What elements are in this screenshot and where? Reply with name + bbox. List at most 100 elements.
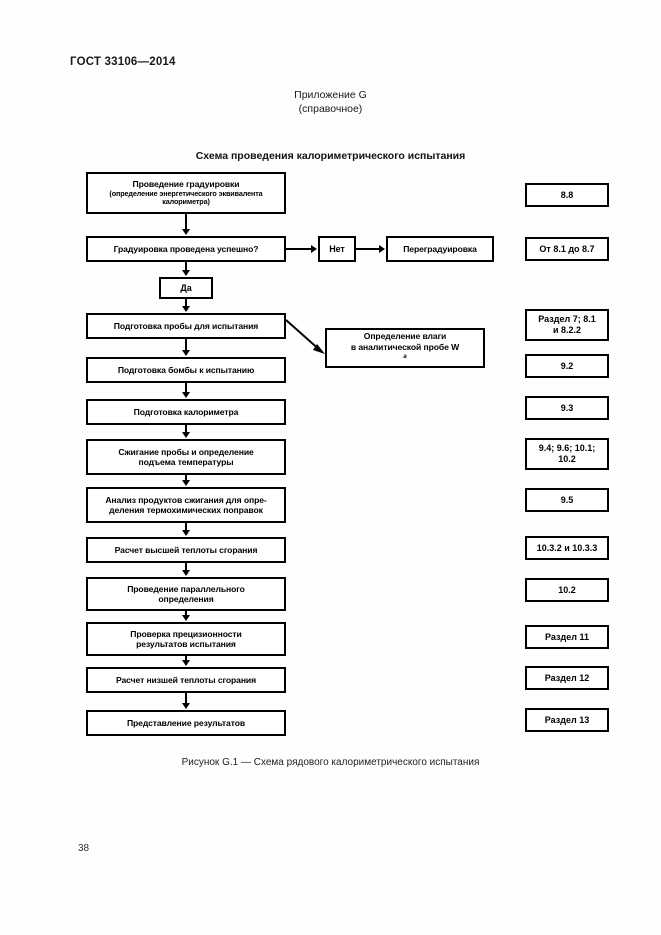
node-parallel-det-line1: Проведение параллельного xyxy=(127,583,245,594)
node-bomb-prep-label: Подготовка бомбы к испытанию xyxy=(117,364,255,375)
ref-precision-check: Раздел 11 xyxy=(525,625,609,649)
connector-line xyxy=(185,299,187,306)
node-combustion-line2: подъема температуры xyxy=(138,457,234,467)
connector-line xyxy=(185,262,187,271)
ref-product-analysis-label: 9.5 xyxy=(560,494,574,505)
node-product-analysis: Анализ продуктов сжигания для опре- деле… xyxy=(86,487,286,523)
node-answer-no-label: Нет xyxy=(329,243,345,254)
connector-arrow-right xyxy=(311,245,317,253)
connector-line xyxy=(185,475,187,481)
node-answer-yes: Да xyxy=(159,277,213,299)
ref-calibration: 8.8 xyxy=(525,183,609,207)
ref-bomb-prep: 9.2 xyxy=(525,354,609,378)
ref-parallel-det: 10.2 xyxy=(525,578,609,602)
ref-gross-cv-label: 10.3.2 и 10.3.3 xyxy=(536,542,598,553)
ref-sample-prep: Раздел 7; 8.1 и 8.2.2 xyxy=(525,309,609,341)
connector-line xyxy=(185,693,187,704)
node-product-analysis-line1: Анализ продуктов сжигания для опре- xyxy=(105,494,267,505)
node-calibration-ok: Градуировка проведена успешно? xyxy=(86,236,286,262)
node-answer-no: Нет xyxy=(318,236,356,262)
connector-line xyxy=(185,339,187,350)
ref-combustion-line1: 9.4; 9.6; 10.1; xyxy=(538,443,596,453)
connector-diagonal-sample-to-moisture xyxy=(285,319,323,353)
node-report: Представление результатов xyxy=(86,710,286,736)
figure-caption: Рисунок G.1 — Схема рядового калориметри… xyxy=(181,757,480,768)
node-gross-cv-label: Расчет высшей теплоты сгорания xyxy=(114,544,258,555)
ref-bomb-prep-label: 9.2 xyxy=(560,360,574,371)
ref-product-analysis: 9.5 xyxy=(525,488,609,512)
ref-precision-check-label: Раздел 11 xyxy=(545,631,589,642)
annex-heading: Приложение G (справочное) xyxy=(0,88,661,116)
connector-arrow-down xyxy=(182,570,190,576)
connector-arrow-down xyxy=(182,480,190,486)
page-number: 38 xyxy=(78,843,90,854)
ref-calibration-ok: От 8.1 до 8.7 xyxy=(525,237,609,261)
annex-type: (справочное) xyxy=(298,103,363,115)
ref-report-label: Раздел 13 xyxy=(544,714,590,725)
node-calibration-line2: (определение энергетического эквивалента xyxy=(109,188,263,198)
node-calorimeter-prep-label: Подготовка калориметра xyxy=(133,406,239,417)
connector-arrow-down xyxy=(182,615,190,621)
node-calorimeter-prep: Подготовка калориметра xyxy=(86,399,286,425)
connector-arrow-down xyxy=(182,660,190,666)
node-calibration-line3: калориметра) xyxy=(162,197,210,207)
connector-line xyxy=(185,214,187,230)
ref-net-cv: Раздел 12 xyxy=(525,666,609,690)
ref-combustion: 9.4; 9.6; 10.1; 10.2 xyxy=(525,438,609,470)
node-combustion: Сжигание пробы и определение подъема тем… xyxy=(86,439,286,475)
node-moisture-line1: Определение влаги xyxy=(363,331,447,342)
ref-sample-prep-line1: Раздел 7; 8.1 xyxy=(538,314,596,324)
ref-gross-cv: 10.3.2 и 10.3.3 xyxy=(525,536,609,560)
connector-line xyxy=(185,425,187,433)
node-bomb-prep: Подготовка бомбы к испытанию xyxy=(86,357,286,383)
node-gross-cv: Расчет высшей теплоты сгорания xyxy=(86,537,286,563)
connector-line xyxy=(185,563,187,571)
ref-parallel-det-label: 10.2 xyxy=(558,584,576,595)
node-net-cv-label: Расчет низшей теплоты сгорания xyxy=(115,674,257,685)
connector-arrow-diagonal xyxy=(313,344,325,354)
connector-line xyxy=(185,523,187,531)
node-precision-check: Проверка прецизионности результатов испы… xyxy=(86,622,286,656)
connector-line xyxy=(286,248,312,250)
connector-line xyxy=(185,656,187,661)
ref-calorimeter-prep: 9.3 xyxy=(525,396,609,420)
ref-net-cv-label: Раздел 12 xyxy=(544,672,590,683)
node-parallel-det: Проведение параллельного определения xyxy=(86,577,286,611)
connector-arrow-down xyxy=(182,229,190,235)
node-precision-check-line2: результатов испытания xyxy=(136,639,236,649)
node-moisture-sup: a xyxy=(403,354,407,361)
node-sample-prep: Подготовка пробы для испытания xyxy=(86,313,286,339)
node-moisture: Определение влаги в аналитической пробе … xyxy=(325,328,485,368)
connector-arrow-down xyxy=(182,270,190,276)
ref-calibration-ok-label: От 8.1 до 8.7 xyxy=(539,243,595,254)
ref-calibration-label: 8.8 xyxy=(560,189,574,200)
connector-arrow-right xyxy=(379,245,385,253)
connector-arrow-down xyxy=(182,306,190,312)
node-answer-yes-label: Да xyxy=(180,282,192,293)
ref-calorimeter-prep-label: 9.3 xyxy=(560,402,574,413)
node-moisture-line2: в аналитической пробе W a xyxy=(330,342,480,365)
annex-label: Приложение G xyxy=(294,89,367,101)
node-parallel-det-line2: определения xyxy=(158,594,214,604)
node-recalibration-label: Переградуировка xyxy=(403,243,477,254)
connector-arrow-down xyxy=(182,432,190,438)
node-product-analysis-line2: деления термохимических поправок xyxy=(109,505,263,515)
standard-header: ГОСТ 33106—2014 xyxy=(70,56,176,68)
ref-report: Раздел 13 xyxy=(525,708,609,732)
node-calibration-line1: Проведение градуировки xyxy=(132,179,240,190)
figure-title: Схема проведения калориметрического испы… xyxy=(195,150,466,162)
connector-line xyxy=(185,611,187,616)
node-calibration: Проведение градуировки (определение энер… xyxy=(86,172,286,214)
node-recalibration: Переградуировка xyxy=(386,236,494,262)
ref-sample-prep-line2: и 8.2.2 xyxy=(552,325,582,335)
connector-arrow-down xyxy=(182,350,190,356)
ref-combustion-line2: 10.2 xyxy=(558,454,576,464)
connector-arrow-down xyxy=(182,392,190,398)
connector-line xyxy=(185,383,187,393)
node-precision-check-line1: Проверка прецизионности xyxy=(130,628,242,639)
node-combustion-line1: Сжигание пробы и определение xyxy=(118,446,254,457)
node-sample-prep-label: Подготовка пробы для испытания xyxy=(113,320,259,331)
node-net-cv: Расчет низшей теплоты сгорания xyxy=(86,667,286,693)
node-moisture-text: в аналитической пробе W xyxy=(350,341,460,352)
